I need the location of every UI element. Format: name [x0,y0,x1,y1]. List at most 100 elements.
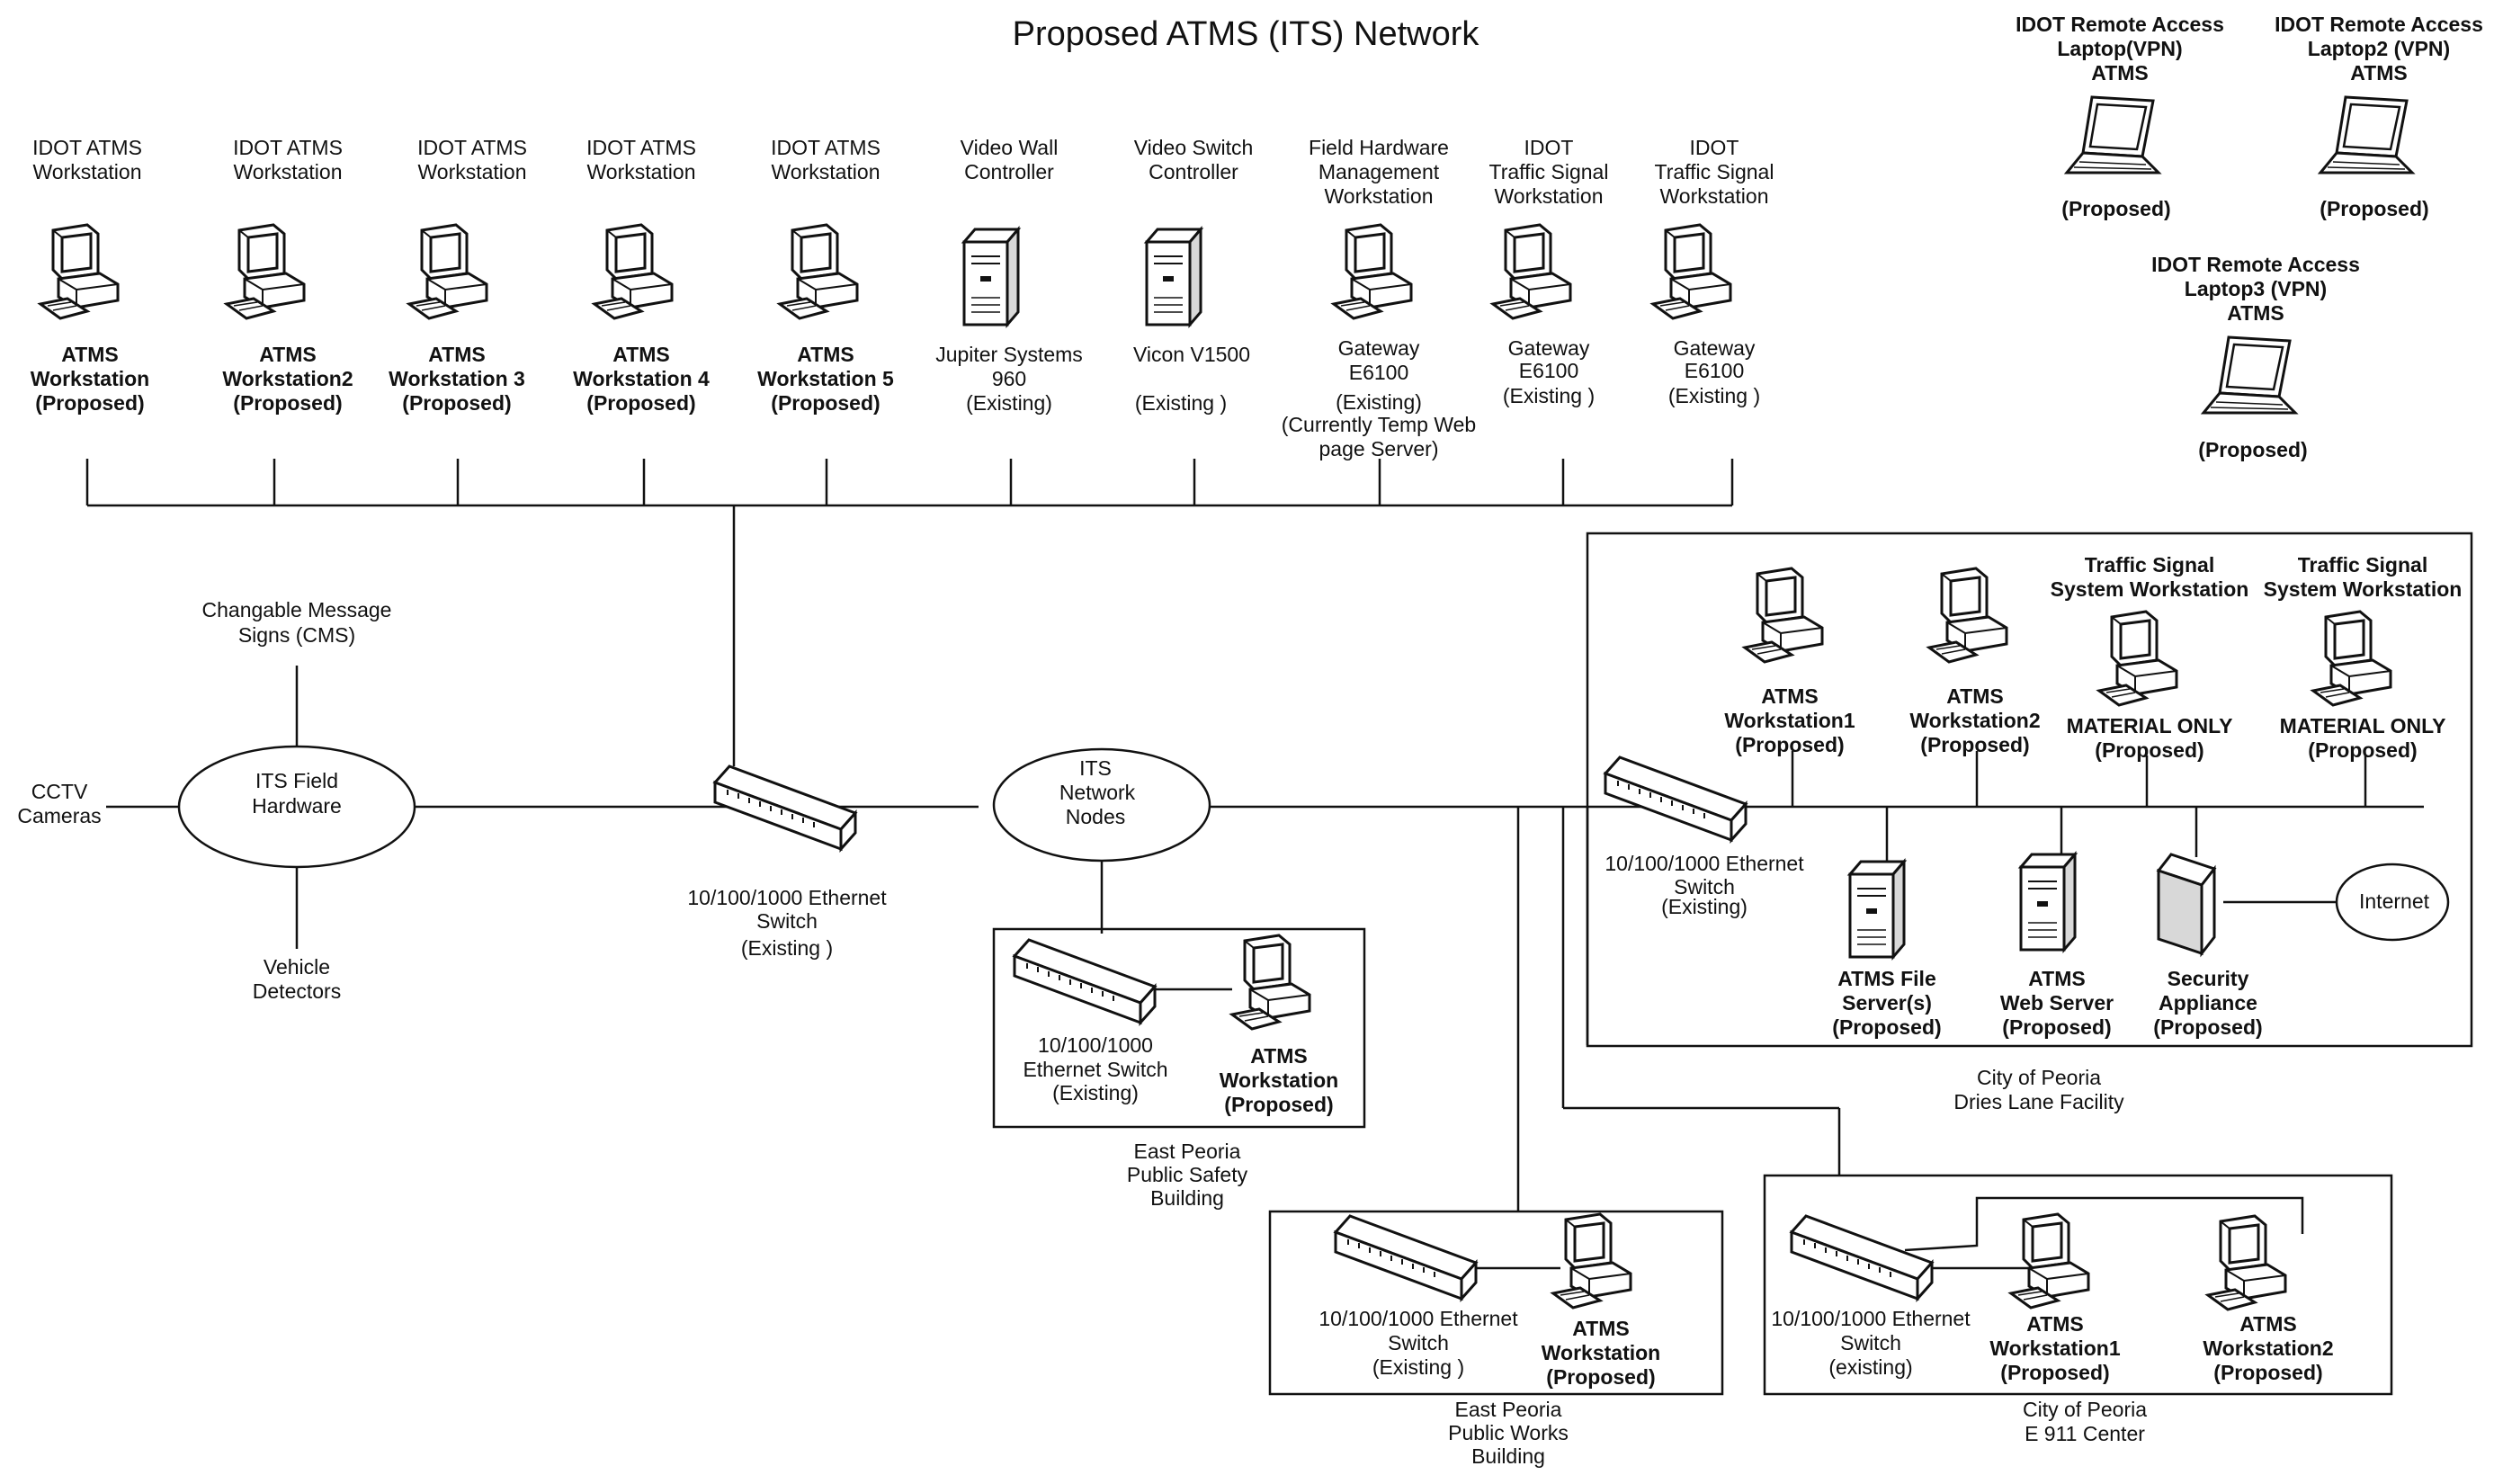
svg-text:IDOT Remote Access: IDOT Remote Access [2275,13,2483,36]
workstation-icon [2311,610,2392,707]
svg-text:E6100: E6100 [1685,359,1745,382]
svg-text:ATMS: ATMS [2227,301,2284,325]
e911-box [1763,1174,2393,1396]
svg-text:(Existing ): (Existing ) [1135,391,1227,415]
svg-text:(Proposed): (Proposed) [771,391,880,415]
svg-text:(Currently Temp Web: (Currently Temp Web [1282,413,1476,436]
svg-text:System Workstation: System Workstation [2264,577,2463,601]
svg-text:Signs (CMS): Signs (CMS) [238,623,355,647]
svg-text:E6100: E6100 [1519,359,1579,382]
svg-text:Network: Network [1059,781,1136,804]
svg-text:page Server): page Server) [1319,437,1439,460]
safety-caption: East Peoria Public Safety Building [1127,1140,1248,1210]
svg-text:IDOT Remote Access: IDOT Remote Access [2016,13,2224,36]
internet-label: Internet [2359,890,2430,913]
workstation-icon [1551,1212,1632,1310]
laptop-icon [2065,95,2160,174]
workstation-icon [2206,1214,2287,1311]
svg-text:10/100/1000 Ethernet: 10/100/1000 Ethernet [1319,1307,1518,1330]
svg-text:ATMS: ATMS [2028,967,2085,990]
svg-text:Workstation: Workstation [32,160,141,183]
svg-text:Laptop3 (VPN): Laptop3 (VPN) [2185,277,2327,300]
top-device-10-label: IDOT Traffic Signal Workstation Gateway … [1655,136,1774,407]
svg-text:Workstation2: Workstation2 [2203,1336,2333,1360]
top-device-3-label: IDOT ATMS Workstation ATMS Workstation 3… [389,136,527,415]
svg-text:ATMS: ATMS [2026,1312,2083,1336]
east-peoria-safety-box [992,927,1366,1129]
svg-text:E 911 Center: E 911 Center [2025,1422,2145,1445]
svg-text:IDOT ATMS: IDOT ATMS [32,136,142,159]
workstation-icon [1927,567,2008,664]
svg-text:ATMS: ATMS [797,343,854,366]
svg-text:System Workstation: System Workstation [2051,577,2249,601]
svg-text:ATMS: ATMS [1946,684,2003,708]
laptop-1-label: IDOT Remote Access Laptop(VPN) ATMS (Pro… [2016,13,2224,220]
workstation-icon [1491,223,1572,320]
svg-text:(Proposed): (Proposed) [586,391,695,415]
e911-ws1-label: ATMS Workstation1 (Proposed) [1989,1312,2120,1384]
svg-text:Workstation: Workstation [771,160,880,183]
svg-text:(Existing): (Existing) [1336,390,1422,414]
svg-text:Building: Building [1471,1444,1545,1468]
svg-text:(Proposed): (Proposed) [2198,438,2307,461]
svg-text:(Existing): (Existing) [1661,895,1748,918]
svg-text:Web Server: Web Server [2000,991,2114,1015]
svg-text:Vehicle: Vehicle [264,955,330,979]
workstation-icon [39,223,120,320]
svg-text:Workstation 3: Workstation 3 [389,367,525,390]
safety-ws-label: ATMS Workstation (Proposed) [1220,1044,1338,1116]
svg-text:(Proposed): (Proposed) [1546,1365,1655,1389]
svg-text:Workstation: Workstation [1659,184,1768,208]
svg-text:Public Works: Public Works [1448,1421,1569,1444]
svg-text:Traffic Signal: Traffic Signal [2085,553,2214,577]
svg-text:Gateway: Gateway [1674,336,1756,360]
dries-caption: City of Peoria Dries Lane Facility [1953,1066,2124,1113]
svg-text:Switch: Switch [1840,1331,1901,1354]
svg-text:Traffic Signal: Traffic Signal [1655,160,1774,183]
svg-text:City of Peoria: City of Peoria [1977,1066,2101,1089]
server-icon [1848,860,1906,959]
svg-text:IDOT ATMS: IDOT ATMS [771,136,880,159]
svg-text:(Proposed): (Proposed) [2000,1361,2109,1384]
svg-text:East Peoria: East Peoria [1455,1398,1562,1421]
top-device-8-label: Field Hardware Management Workstation Ga… [1282,136,1476,460]
svg-text:Workstation1: Workstation1 [1724,709,1855,732]
svg-text:(Existing ): (Existing ) [1503,384,1595,407]
workstation-icon [225,223,306,320]
svg-text:(Proposed): (Proposed) [2308,738,2417,762]
svg-text:Workstation1: Workstation1 [1989,1336,2120,1360]
cms-label: Changable Message Signs (CMS) [202,598,392,647]
svg-text:(Proposed): (Proposed) [2153,1015,2262,1039]
e911-caption: City of Peoria E 911 Center [2023,1398,2147,1445]
svg-text:(Proposed): (Proposed) [233,391,342,415]
svg-text:Server(s): Server(s) [1842,991,1932,1015]
svg-text:MATERIAL ONLY: MATERIAL ONLY [2067,714,2233,738]
its-nodes-label: ITS Network Nodes [1059,756,1136,828]
svg-text:Workstation2: Workstation2 [1909,709,2040,732]
svg-text:ATMS: ATMS [2091,61,2148,85]
server-icon [1145,228,1202,326]
svg-text:Laptop(VPN): Laptop(VPN) [2057,37,2182,60]
server-icon [962,228,1020,326]
svg-text:(Proposed): (Proposed) [2320,197,2428,220]
svg-text:Workstation2: Workstation2 [222,367,353,390]
svg-text:Workstation: Workstation [417,160,526,183]
main-switch-label: 10/100/1000 Ethernet Switch (Existing ) [687,886,887,960]
svg-text:IDOT: IDOT [1524,136,1574,159]
svg-text:Building: Building [1150,1186,1224,1210]
svg-text:ATMS: ATMS [259,343,316,366]
svg-text:ATMS: ATMS [61,343,118,366]
workstation-icon [2097,610,2178,707]
laptop-3-label: IDOT Remote Access Laptop3 (VPN) ATMS (P… [2151,253,2360,461]
top-device-2-label: IDOT ATMS Workstation ATMS Workstation2 … [222,136,353,415]
svg-text:Workstation: Workstation [233,160,342,183]
svg-text:Workstation: Workstation [1220,1068,1338,1092]
svg-text:Detectors: Detectors [253,979,341,1003]
svg-text:(Existing): (Existing) [966,391,1052,415]
svg-text:960: 960 [992,367,1026,390]
svg-text:Switch: Switch [1674,875,1735,898]
svg-text:Ethernet Switch: Ethernet Switch [1023,1058,1167,1081]
dries-web-server-label: ATMS Web Server (Proposed) [2000,967,2114,1039]
dries-tsws2-label: Traffic Signal System Workstation MATERI… [2264,553,2463,762]
dries-security-label: Security Appliance (Proposed) [2153,967,2262,1039]
